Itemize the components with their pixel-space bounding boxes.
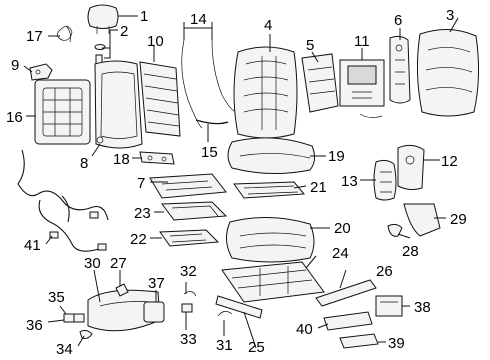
callout-27: 27 bbox=[110, 255, 127, 272]
part-38-module bbox=[375, 295, 403, 317]
part-22-lower-bracket bbox=[159, 229, 220, 247]
callout-34: 34 bbox=[56, 341, 73, 358]
callout-3: 3 bbox=[446, 7, 454, 24]
callout-8: 8 bbox=[80, 155, 88, 172]
callout-35: 35 bbox=[48, 289, 65, 306]
callout-23: 23 bbox=[134, 205, 151, 222]
callout-39: 39 bbox=[388, 335, 405, 352]
part-1-headrest bbox=[87, 4, 119, 34]
callout-18: 18 bbox=[113, 151, 130, 168]
callout-17: 17 bbox=[26, 28, 43, 45]
callout-28: 28 bbox=[402, 243, 419, 260]
callout-14: 14 bbox=[190, 11, 207, 28]
callout-24: 24 bbox=[332, 245, 349, 262]
callout-40: 40 bbox=[296, 321, 313, 338]
part-34-36-buttons bbox=[63, 313, 93, 339]
part-8-back-frame bbox=[94, 60, 143, 149]
part-4-back-foam bbox=[233, 46, 298, 139]
callout-5: 5 bbox=[306, 37, 314, 54]
callout-37: 37 bbox=[148, 275, 165, 292]
callout-31: 31 bbox=[216, 337, 233, 354]
part-9-bracket bbox=[29, 63, 53, 81]
callout-25: 25 bbox=[248, 339, 265, 356]
part-12-side-panel bbox=[397, 144, 425, 191]
part-31-cable bbox=[217, 311, 233, 317]
callout-33: 33 bbox=[180, 331, 197, 348]
part-19-cushion-cover bbox=[227, 137, 316, 175]
callout-22: 22 bbox=[130, 231, 147, 248]
part-16-back-panel bbox=[34, 79, 91, 145]
part-18-switch-bracket bbox=[139, 151, 175, 165]
part-32-33-clips bbox=[181, 291, 197, 313]
part-28-clip bbox=[387, 223, 403, 237]
part-39-cover bbox=[339, 333, 379, 349]
callout-numbers: 1 2 3 4 5 6 7 8 9 10 11 12 13 14 15 16 1… bbox=[6, 7, 467, 358]
callout-29: 29 bbox=[450, 211, 467, 228]
callout-13: 13 bbox=[341, 173, 358, 190]
callout-11: 11 bbox=[354, 33, 370, 50]
callout-9: 9 bbox=[11, 57, 19, 74]
part-13-armrest-cap bbox=[373, 159, 397, 201]
callout-36: 36 bbox=[26, 317, 43, 334]
part-5-heater-pad bbox=[301, 53, 339, 113]
callout-12: 12 bbox=[441, 153, 458, 170]
callout-38: 38 bbox=[414, 299, 431, 316]
part-37-switch bbox=[143, 301, 165, 323]
part-41-wiring-harness bbox=[17, 149, 109, 252]
part-6-side-bolster bbox=[389, 35, 411, 104]
callout-20: 20 bbox=[334, 220, 351, 237]
part-14-rods bbox=[181, 39, 235, 129]
part-27-bolt bbox=[115, 283, 129, 297]
part-3-back-cover bbox=[416, 29, 480, 117]
callout-19: 19 bbox=[328, 148, 345, 165]
part-29-trim bbox=[403, 203, 441, 237]
callout-26: 26 bbox=[376, 263, 393, 280]
callout-2: 2 bbox=[120, 23, 128, 40]
callout-16: 16 bbox=[6, 109, 23, 126]
callout-4: 4 bbox=[264, 17, 272, 34]
callout-1: 1 bbox=[140, 8, 148, 25]
part-26-rail-cover bbox=[315, 279, 377, 307]
callout-6: 6 bbox=[394, 12, 402, 29]
part-11-lumbar bbox=[339, 59, 385, 118]
part-40-motor bbox=[323, 311, 373, 331]
callout-21: 21 bbox=[310, 179, 327, 196]
part-20-cushion-foam bbox=[226, 217, 315, 263]
callout-32: 32 bbox=[180, 263, 197, 280]
part-23-seat-frame bbox=[161, 201, 228, 221]
part-24-seat-track bbox=[221, 261, 325, 303]
leader-lines bbox=[23, 15, 459, 349]
callout-7: 7 bbox=[137, 175, 145, 192]
part-10-spring-mat bbox=[139, 61, 181, 137]
callout-41: 41 bbox=[24, 237, 41, 254]
callout-30: 30 bbox=[84, 255, 101, 272]
part-17-harness-clip bbox=[57, 25, 73, 43]
callout-15: 15 bbox=[201, 144, 218, 161]
part-25-trim-strip bbox=[215, 295, 263, 319]
part-7-cushion-pan bbox=[149, 173, 227, 199]
callout-10: 10 bbox=[147, 33, 164, 50]
part-21-heater bbox=[233, 181, 306, 199]
